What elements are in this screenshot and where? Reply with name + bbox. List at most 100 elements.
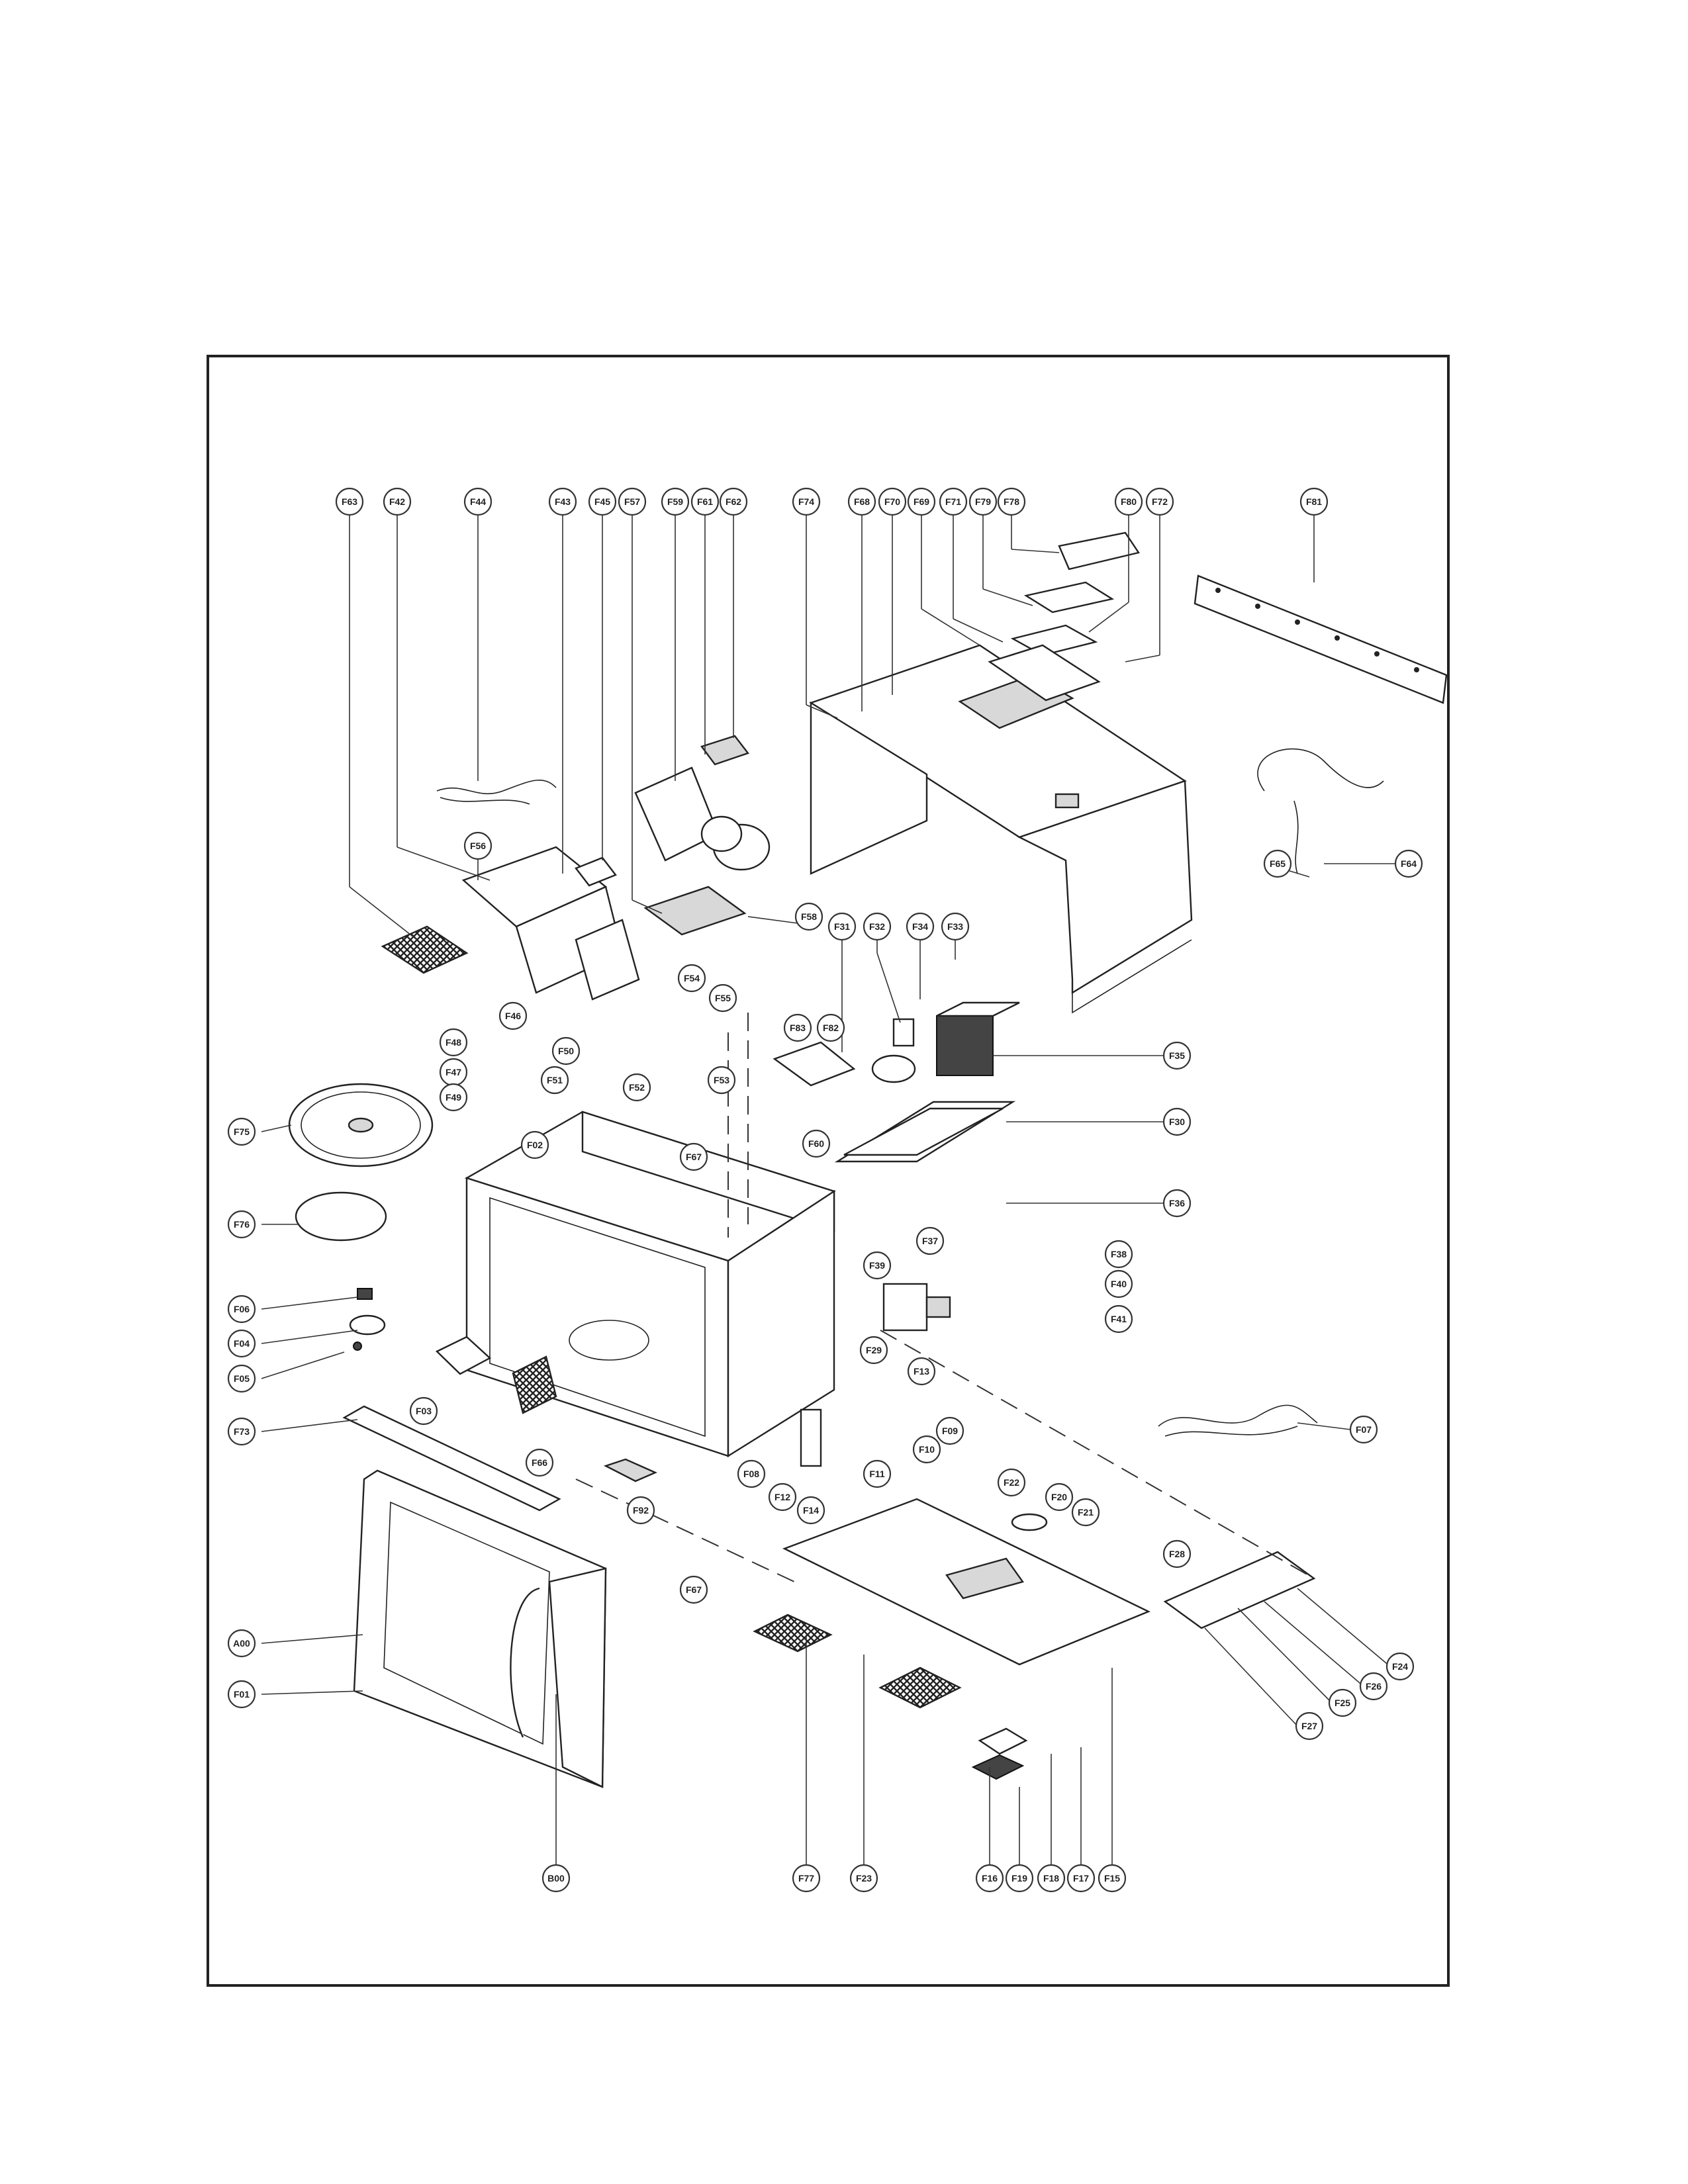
callout-f53: F53 (707, 1066, 736, 1095)
magnetron (882, 1283, 928, 1332)
callout-text: F14 (803, 1505, 819, 1516)
callout-f50: F50 (551, 1036, 581, 1066)
callout-f44: F44 (463, 487, 492, 516)
blower-duct (643, 886, 747, 936)
choke-block (603, 1458, 657, 1482)
mounting-plate (1194, 574, 1448, 704)
lamp-housing (945, 1557, 1024, 1600)
callout-text: F76 (234, 1219, 250, 1230)
cap-bracket (892, 1018, 915, 1047)
callout-text: F34 (912, 921, 928, 932)
callout-f32: F32 (863, 912, 892, 941)
callout-text: F22 (1004, 1477, 1019, 1488)
callout-b00: B00 (541, 1864, 571, 1893)
callout-f43: F43 (548, 487, 577, 516)
blower-cover (575, 856, 617, 887)
callout-f73: F73 (227, 1417, 256, 1446)
callout-f11: F11 (863, 1459, 892, 1488)
callout-text: F83 (790, 1023, 806, 1033)
turntable-glass-inner (301, 1091, 421, 1159)
callout-f08: F08 (737, 1459, 766, 1488)
callout-f80: F80 (1114, 487, 1143, 516)
callout-f30: F30 (1162, 1107, 1192, 1136)
callout-text: F71 (945, 496, 961, 507)
callout-f48: F48 (439, 1028, 468, 1057)
callout-f39: F39 (863, 1251, 892, 1280)
callout-f49: F49 (439, 1083, 468, 1112)
callout-f05: F05 (227, 1364, 256, 1393)
callout-f03: F03 (409, 1396, 438, 1426)
callout-text: F38 (1111, 1249, 1127, 1259)
callout-text: F19 (1011, 1873, 1027, 1884)
callout-f24: F24 (1385, 1652, 1415, 1681)
power-cord (1257, 748, 1384, 792)
callout-text: F17 (1073, 1873, 1089, 1884)
pcb-bracket (1163, 1551, 1316, 1629)
callout-text: F68 (854, 496, 870, 507)
capacitor (871, 1054, 916, 1083)
callout-text: F65 (1270, 858, 1286, 869)
callout-text: F48 (445, 1037, 461, 1048)
callout-text: F92 (633, 1505, 649, 1516)
callout-text: F42 (389, 496, 405, 507)
callout-f35: F35 (1162, 1041, 1192, 1070)
callout-text: F02 (527, 1140, 543, 1150)
callout-f28: F28 (1162, 1539, 1192, 1569)
callout-text: F06 (234, 1304, 250, 1314)
callout-f04: F04 (227, 1329, 256, 1358)
callout-text: F16 (982, 1873, 998, 1884)
callout-f19: F19 (1005, 1864, 1034, 1893)
callout-text: F74 (798, 496, 814, 507)
callout-text: F36 (1169, 1198, 1185, 1208)
callout-text: F57 (624, 496, 640, 507)
callout-text: F46 (505, 1011, 521, 1021)
callout-f14: F14 (796, 1496, 825, 1525)
callout-f79: F79 (968, 487, 998, 516)
callout-text: F56 (470, 841, 486, 851)
callout-text: F27 (1301, 1721, 1317, 1731)
callout-f69: F69 (907, 487, 936, 516)
blower-motor (634, 766, 720, 862)
callout-f55: F55 (708, 983, 737, 1013)
callout-text: F80 (1121, 496, 1137, 507)
outer-cabinet-side (810, 701, 928, 875)
callout-text: F61 (697, 496, 713, 507)
callout-text: F60 (808, 1138, 824, 1149)
callout-text: F69 (914, 496, 929, 507)
callout-f77: F77 (792, 1864, 821, 1893)
callout-text: F43 (555, 496, 571, 507)
callout-text: F79 (975, 496, 991, 507)
callout-text: F50 (558, 1046, 574, 1056)
callout-text: F62 (726, 496, 741, 507)
callout-text: B00 (547, 1873, 565, 1884)
callout-text: F58 (801, 911, 817, 922)
main-harness (1158, 1404, 1318, 1427)
blower-bracket (700, 735, 749, 766)
door-handle (510, 1587, 540, 1738)
callout-f40: F40 (1104, 1269, 1133, 1298)
callout-text: F31 (834, 921, 850, 932)
magnetron-fin (925, 1296, 951, 1318)
callout-text: F75 (234, 1126, 250, 1137)
callout-text: F77 (798, 1873, 814, 1884)
lamp (1011, 1513, 1048, 1531)
callout-f34: F34 (906, 912, 935, 941)
callout-text: F05 (234, 1373, 250, 1384)
callout-a00: A00 (227, 1629, 256, 1658)
callout-f37: F37 (915, 1226, 945, 1255)
vent-grille (1023, 581, 1115, 614)
callout-f70: F70 (878, 487, 907, 516)
callout-f62: F62 (719, 487, 748, 516)
callout-text: F12 (774, 1492, 790, 1502)
callout-f56: F56 (463, 831, 492, 860)
callout-text: F67 (686, 1152, 702, 1162)
cavity-opening (489, 1197, 706, 1437)
callout-text: F11 (869, 1469, 885, 1479)
callout-f46: F46 (498, 1001, 528, 1030)
callout-f76: F76 (227, 1210, 256, 1239)
turntable-motor (349, 1314, 386, 1336)
cavity-floor-ring (569, 1320, 649, 1361)
callout-f58: F58 (794, 902, 823, 931)
callout-text: F37 (922, 1236, 938, 1246)
callout-f59: F59 (661, 487, 690, 516)
